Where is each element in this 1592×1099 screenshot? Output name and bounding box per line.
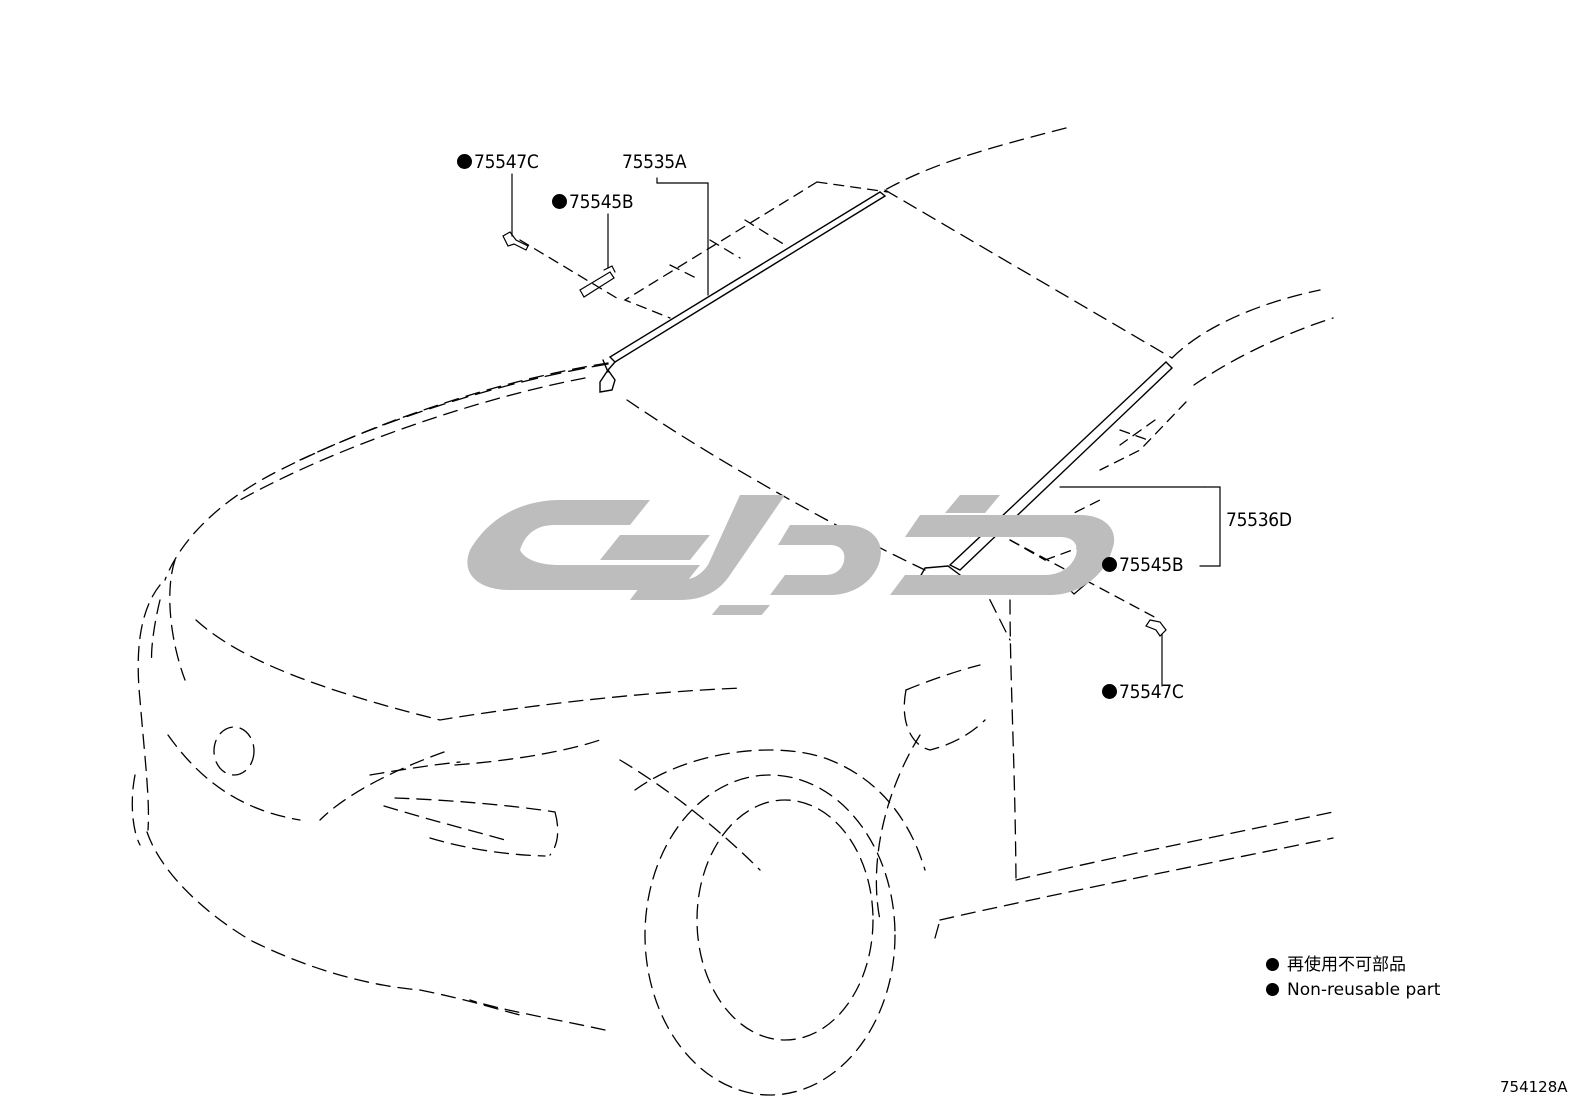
- part-number-label: 75535A: [622, 151, 687, 173]
- non-reusable-dot-icon: [1102, 557, 1117, 572]
- non-reusable-dot-icon: [552, 194, 567, 209]
- part-number-label: 75545B: [1119, 554, 1184, 576]
- car-body-outline: [131, 127, 1334, 1031]
- bolt-right: [1145, 619, 1167, 637]
- part-number-label: 75547C: [474, 151, 539, 173]
- callout-75547C-top: 75547C: [457, 152, 539, 172]
- clip-top: [579, 265, 616, 298]
- molding-left: [599, 191, 887, 393]
- non-reusable-dot-icon: [457, 154, 472, 169]
- part-number-label: 75536D: [1226, 509, 1292, 531]
- front-wheel: [634, 749, 926, 1096]
- callout-75545B-top: 75545B: [552, 191, 634, 213]
- part-number-label: 75545B: [569, 191, 634, 213]
- non-reusable-dot-icon: [1266, 983, 1279, 996]
- part-number-label: 75547C: [1119, 681, 1184, 703]
- bolt-top: [502, 231, 529, 251]
- callout-75536D: 75536D: [1226, 510, 1292, 530]
- non-reusable-dot-icon: [1266, 958, 1279, 971]
- leader-lines: [511, 173, 1221, 687]
- callout-75547C-right: 75547C: [1102, 682, 1184, 702]
- non-reusable-dot-icon: [1102, 684, 1117, 699]
- callout-75535A: 75535A: [622, 151, 687, 173]
- diagram-id: 754128A: [1500, 1078, 1568, 1096]
- legend-text: Non-reusable part: [1287, 980, 1441, 1000]
- callout-75545B-right: 75545B: [1102, 554, 1184, 576]
- legend-japanese: 再使用不可部品: [1266, 955, 1406, 975]
- legend-english: Non-reusable part: [1266, 980, 1440, 1000]
- guide-lines: [519, 181, 1187, 621]
- legend-text: 再使用不可部品: [1287, 955, 1406, 975]
